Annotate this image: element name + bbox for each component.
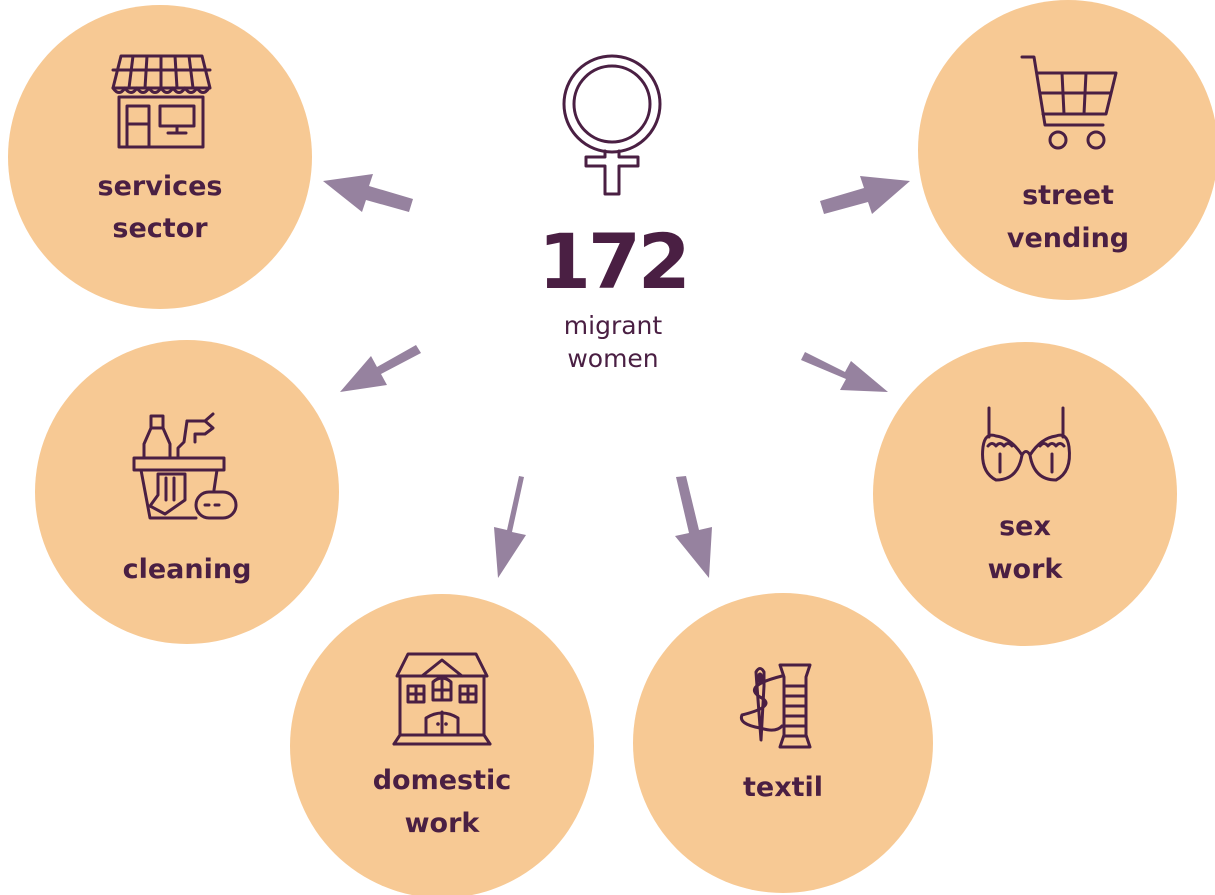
label-sex-line1: sex [999,511,1051,542]
label-domestic-line1: domestic [373,765,512,796]
bra-icon [981,406,1071,482]
shop-icon [111,54,212,149]
arrow-to-street [820,176,910,214]
circle-street [918,0,1215,300]
female-symbol-icon [562,54,662,196]
migrant-label-line2: women [567,344,658,373]
migrant-women-count: 172 [538,217,688,306]
label-domestic-line2: work [405,808,481,839]
circle-sex [873,342,1177,646]
circle-textil [633,593,933,893]
shopping-cart-icon [1020,55,1118,150]
label-street-line2: vending [1007,223,1129,254]
label-street-line1: street [1022,180,1114,211]
label-services-line2: sector [112,213,208,244]
arrow-to-domestic [494,476,526,578]
thread-spool-icon [739,663,812,749]
label-services-line1: services [98,171,223,202]
label-cleaning: cleaning [123,554,252,585]
cleaning-supplies-icon [132,412,238,520]
arrow-to-textil [675,476,712,578]
arrow-to-cleaning [340,345,421,392]
arrow-to-services [323,174,413,212]
arrow-to-sex [801,352,888,392]
circle-services [8,5,312,309]
house-icon [392,652,492,746]
migrant-label-line1: migrant [564,311,663,340]
label-sex-line2: work [988,554,1064,585]
circle-cleaning [35,340,339,644]
label-textil: textil [743,772,823,803]
